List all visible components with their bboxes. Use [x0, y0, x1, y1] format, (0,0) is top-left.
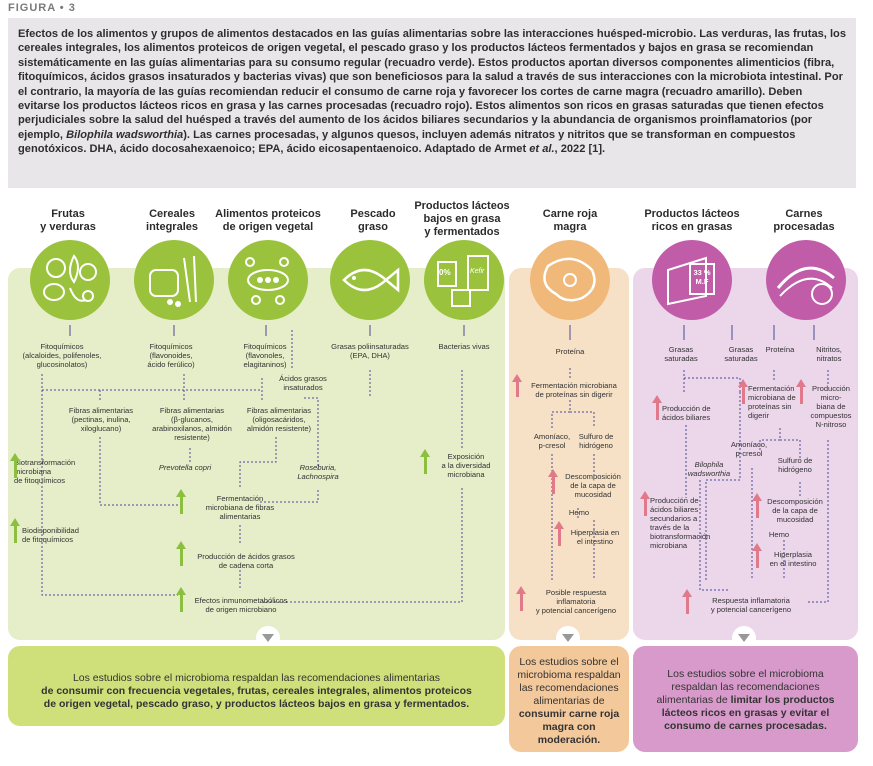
sulfuro-carne-label: Sulfuro de hidrógeno	[578, 432, 614, 450]
arrow-up-fermentacion-procesada	[738, 379, 748, 404]
arrow-up-fermentacion	[176, 489, 186, 514]
arrow-up-descomposicion-carne	[548, 469, 558, 494]
processed-meat-icon	[766, 240, 846, 320]
arrow-up-n-nitroso	[796, 379, 806, 404]
arrow-up-hiperplasia-procesada	[752, 543, 762, 568]
prevotella-label: Prevotella copri	[158, 463, 212, 472]
caption-italic: Bilophila wadsworthia	[66, 128, 184, 141]
col-title-lacteos-ricos: Productos lácteos ricos en grasas	[644, 208, 740, 233]
biotransformacion-label: Biotransformación microbiana de fitoquím…	[14, 458, 76, 485]
fermentacion-fibras-label: Fermentación microbiana de fibras alimen…	[205, 494, 275, 521]
fermentacion-proteinas-label: Fermentación microbiana de proteínas sin…	[531, 381, 617, 399]
hemo-procesada-label: Hemo	[768, 530, 790, 539]
cheese-percent-text: 33 % M.F	[693, 268, 711, 286]
caption-text-1: Efectos de los alimentos y grupos de ali…	[18, 28, 847, 141]
hiperplasia-carne-label: Hiperplasia en el intestino	[570, 528, 620, 546]
arrow-up-acidos-biliares	[652, 395, 662, 420]
figure-label: FIGURA • 3	[8, 2, 76, 14]
peach-conclusion-pre: Los estudios sobre el microbioma respald…	[517, 656, 621, 707]
caption: Efectos de los alimentos y grupos de ali…	[8, 18, 856, 188]
produccion-agcc-label: Producción de ácidos grasos de cadena co…	[197, 552, 295, 570]
green-conclusion-bold: de consumir con frecuencia vegetales, fr…	[41, 685, 472, 710]
proteina-procesada-label: Proteína	[765, 345, 795, 354]
biodisponibilidad-label: Biodisponibilidad de fitoquímicos	[22, 526, 79, 544]
fruits-vegetables-icon	[30, 240, 110, 320]
col-title-carne-roja: Carne roja magra	[542, 208, 598, 233]
amoniaco-procesada-label: Amoníaco, p-cresol	[730, 440, 768, 458]
acidos-biliares-label: Producción de ácidos biliares	[662, 404, 711, 422]
col-title-proteicos: Alimentos proteicos de origen vegetal	[215, 208, 321, 233]
peach-conclusion-bold: consumir carne roja magra con moderación…	[518, 708, 620, 746]
arrow-up-biotransformacion	[10, 453, 20, 478]
zero-percent-text: 0%	[439, 268, 451, 277]
plant-protein-icon	[228, 240, 308, 320]
proteina-carne-label: Proteína	[555, 347, 585, 356]
amoniaco-carne-label: Amoníaco, p-cresol	[533, 432, 571, 450]
arrow-up-efectos	[176, 587, 186, 612]
arrow-up-hiperplasia-carne	[554, 521, 564, 546]
peach-panel	[509, 268, 629, 640]
efectos-inmuno-label: Efectos inmunometabólicos de origen micr…	[194, 596, 288, 614]
fibras-2-label: Fibras alimentarias (β-glucanos, arabino…	[152, 406, 232, 442]
kefir-text: Kefir	[470, 268, 485, 275]
fermentacion-procesada-label: Fermentación microbiana de proteínas sin…	[748, 384, 796, 420]
arrow-up-respuesta-carne	[516, 586, 526, 611]
bacterias-vivas-label: Bacterias vivas	[438, 342, 490, 351]
col-title-pescado: Pescado graso	[350, 208, 396, 233]
arrow-up-produccion	[176, 541, 186, 566]
green-conclusion-box: Los estudios sobre el microbioma respald…	[8, 646, 505, 726]
arrow-up-descomposicion-procesada	[752, 493, 762, 518]
fitoquimicos-3-label: Fitoquímicos (flavonoles, elagitaninos)	[243, 342, 287, 369]
descomposicion-carne-label: Descomposición de la capa de mucosidad	[565, 472, 621, 499]
caption-text-2: ). Las carnes procesadas, y algunos ques…	[18, 128, 796, 156]
caption-text-3: , 2022 [1].	[554, 143, 606, 156]
grasas-saturadas-1-label: Grasas saturadas	[664, 345, 698, 363]
col-title-frutas: Frutas y verduras	[40, 208, 96, 233]
grasas-saturadas-2-label: Grasas saturadas	[724, 345, 758, 363]
descomposicion-procesada-label: Descomposición de la capa de mucosidad	[767, 497, 823, 524]
sulfuro-procesada-label: Sulfuro de hidrógeno	[777, 456, 813, 474]
arrow-up-exposicion	[420, 449, 430, 474]
pink-panel	[633, 268, 858, 640]
hemo-carne-label: Hemo	[568, 508, 590, 517]
fitoquimicos-2-label: Fitoquímicos (flavonoides, ácido ferúlic…	[147, 342, 195, 369]
respuesta-procesada-label: Respuesta inflamatoria y potencial cance…	[710, 596, 792, 614]
arrow-up-respuesta-procesada	[682, 589, 692, 614]
fatty-fish-icon	[330, 240, 410, 320]
fibras-1-label: Fibras alimentarias (pectinas, inulina, …	[68, 406, 134, 433]
respuesta-carne-label: Posible respuesta inflamatoria y potenci…	[535, 588, 617, 615]
pink-conclusion-box: Los estudios sobre el microbioma respald…	[633, 646, 858, 752]
whole-grains-icon	[134, 240, 214, 320]
arrow-up-biodisponibilidad	[10, 518, 20, 543]
hiperplasia-procesada-label: Hiperplasia en el intestino	[769, 550, 817, 568]
fibras-3-label: Fibras alimentarias (oligosacáridos, alm…	[246, 406, 312, 433]
high-fat-dairy-icon: 33 % M.F	[652, 240, 732, 320]
fitoquimicos-1-label: Fitoquímicos (alcaloides, polifenoles, g…	[22, 342, 102, 369]
green-conclusion-pre: Los estudios sobre el microbioma respald…	[72, 672, 441, 684]
pink-conclusion-bold: limitar los productos lácteos ricos en g…	[661, 694, 835, 732]
col-title-cereales: Cereales integrales	[146, 208, 198, 233]
grasas-poliinsaturadas-label: Grasas poliinsaturadas (EPA, DHA)	[331, 342, 409, 360]
peach-conclusion-box: Los estudios sobre el microbioma respald…	[509, 646, 629, 752]
roseburia-label: Roseburia, Lachnospira	[297, 463, 339, 481]
col-title-carnes-procesadas: Carnes procesadas	[773, 208, 835, 233]
arrow-up-fermentacion-carne	[512, 374, 522, 397]
bilophila-label: Bilophila wadsworthia	[687, 460, 731, 478]
low-fat-dairy-icon: 0% Kefir	[424, 240, 504, 320]
produccion-n-nitroso-label: Producción micro- biana de compuestos N-…	[810, 384, 852, 429]
lean-red-meat-icon	[530, 240, 610, 320]
nitritos-label: Nitritos, nitratos	[816, 345, 842, 363]
acidos-grasos-insaturados-label: Ácidos grasos insaturados	[279, 374, 327, 392]
arrow-up-acidos-secundarios	[640, 491, 650, 516]
pink-conclusion-pre: Los estudios sobre el microbioma respald…	[656, 668, 824, 706]
acidos-secundarios-label: Producción de ácidos biliares secundario…	[650, 496, 711, 550]
exposicion-label: Exposición a la diversidad microbiana	[441, 452, 491, 479]
col-title-lacteos-bajos: Productos lácteos bajos en grasa y ferme…	[414, 200, 510, 238]
caption-etal: et al.	[529, 143, 555, 156]
